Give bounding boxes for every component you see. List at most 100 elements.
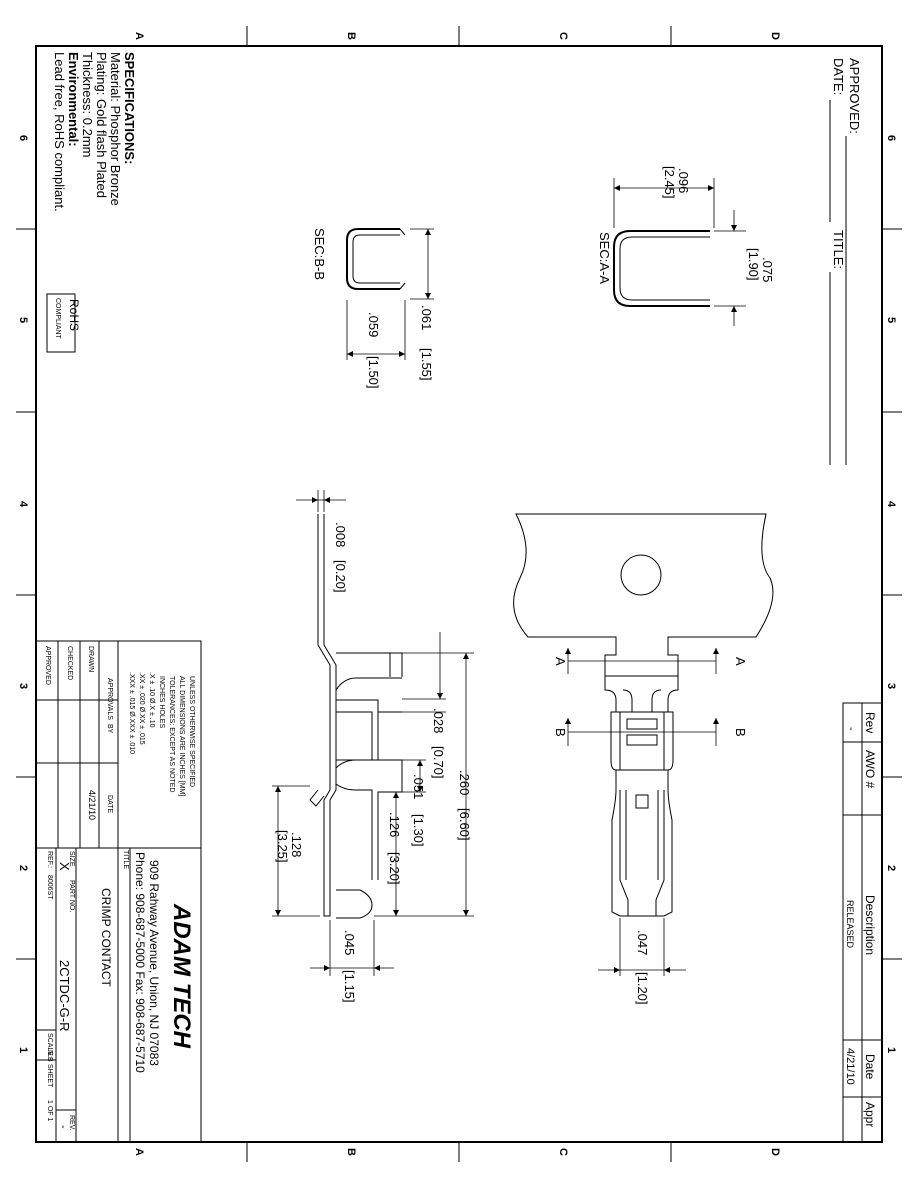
cut-b-right: B [733,728,748,737]
zone-letter-top: D [769,32,781,40]
date-value: 4/21/10 [844,1048,856,1085]
rev-header: Rev [863,712,877,733]
scale-label: SCALE: [46,1033,53,1058]
zone-number-right: 5 [885,317,897,323]
approved-label: APPROVED: [847,58,862,134]
drawn-label: DRAWN [87,646,94,672]
title-block: ADAM TECH 909 Rahway Avenue, Union, NJ 0… [35,847,202,1143]
cut-b-left: B [553,728,568,737]
spec-env-text: Lead free, RoHS compliant. [52,52,67,212]
sec-b-label: SEC:B-B [312,228,327,280]
approvals-header: APPROVALS [106,678,113,720]
dim-075-mm: [1.90] [746,248,761,281]
tol-line-3: TOLERANCES: EXCEPT AS NOTED [168,676,175,792]
rev-label: REV. [68,1115,75,1131]
dim-075: .075 [760,257,775,282]
company-address: 909 Rahway Avenue, Union, NJ 07083 [147,860,161,1066]
sec-a-label: SEC:A-A [597,232,612,284]
date-label: DATE: [831,58,846,95]
zone-number-right: 2 [885,865,897,871]
checked-label: CHECKED [66,646,73,680]
tol-line-6: .XX ± .020 Ø.XX ± .015 [138,672,145,745]
dim-128: .128 [289,832,304,857]
zone-ticks [16,26,902,1162]
size-label: SIZE [68,851,75,867]
zone-number-left: 5 [17,317,29,323]
zone-number-right: 4 [885,501,897,508]
title-field-label: TITLE [122,850,129,869]
part-label: PART NO. [68,880,75,912]
dim-059: .059 [366,312,381,337]
zone-letter-bottom: A [133,1148,145,1156]
revision-block: Rev AWO # Description Date Appr - RELEAS… [842,702,883,1143]
dim-128-mm: [3.25] [275,830,290,863]
zone-letter-top: C [557,32,569,40]
part-number: 2CTDC-G-R [57,960,72,1032]
section-b-b: SEC:B-B .061 [1.55] .059 [1.50] [312,228,434,389]
zone-number-left: 2 [17,865,29,871]
tol-line-2: ALL DIMENSIONS ARE INCHES [MM] [178,676,185,796]
dim-096-mm: [2.45] [662,166,677,199]
by-header: BY [106,724,113,734]
tolerance-block: UNLESS OTHERWISE SPECIFIED ALL DIMENSION… [35,640,202,1143]
rohs-text: RoHS [67,299,81,331]
zone-letter-top: A [133,32,145,40]
dim-260-mm: [6.60] [457,808,472,841]
zone-number-left: 6 [17,135,29,141]
dim-059-mm: [1.50] [366,356,381,389]
section-a-a: SEC:A-A .096 [2.45] .075 [1.90] [597,166,775,326]
dim-047: .047 [635,930,650,955]
rev-value: - [845,727,857,731]
dim-045: .045 [342,930,357,955]
spec-plating: Plating: Gold flash Plated [94,52,109,198]
spec-material: Material: Phosphor Bronze [108,52,123,206]
dim-061-mm: [1.55] [419,348,434,381]
dim-051-mm: [1.30] [411,814,426,847]
rohs-logo [46,293,76,353]
approval-block: APPROVED: DATE: TITLE: [829,58,862,465]
dim-126: .126 [387,812,402,837]
tol-line-5: .X ± .10 Ø.X ± .10 [148,672,155,728]
sheet-value: 1 OF 1 [46,1100,53,1122]
dim-028-mm: [0.70] [431,746,446,779]
approved-block-label: APPROVED [44,646,51,685]
dim-028: .028 [431,708,446,733]
cut-a-right: A [733,657,748,666]
drawn-date: 4/21/10 [87,790,97,820]
zone-number-right: 1 [885,1047,897,1053]
dim-045-mm: [1.15] [342,970,357,1003]
tol-line-1: UNLESS OTHERWISE SPECIFIED [188,676,195,787]
title-label: TITLE: [831,230,846,269]
cut-a-left: A [553,657,568,666]
zone-number-left: 4 [17,501,29,508]
sheet-border [35,45,883,1143]
ref-value: 8006ST [46,875,53,900]
ref-label: REF.: [46,851,53,868]
zone-number-left: 1 [17,1047,29,1053]
contact-side-view: .008 [0.20] .260 [6.60] .028 [0.70] .051… [272,490,474,1003]
zone-number-right: 6 [885,135,897,141]
specifications-block: SPECIFICATIONS: Material: Phosphor Bronz… [46,52,137,353]
spec-env-heading: Environmental: [66,52,81,147]
contact-top-view: A A B B .047 [1.20] [513,513,774,1005]
spec-thickness: Thickness: 0.2mm [80,52,95,157]
size-value: X [57,862,72,871]
date-col-header: DATE [106,795,113,813]
dim-126-mm: [3.20] [387,852,402,885]
dim-047-mm: [1.20] [635,972,650,1005]
company-name: ADAM TECH [168,903,195,1049]
desc-value: RELEASED [845,900,855,949]
zone-number-left: 3 [17,683,29,689]
zone-number-right: 3 [885,683,897,689]
date-header: Date [863,1054,877,1080]
dim-051: .051 [411,774,426,799]
tol-line-7: .XXX ± .015 Ø.XXX ± .010 [128,672,135,754]
zone-letter-bottom: D [769,1148,781,1156]
dim-061: .061 [419,305,434,330]
scale-value: N.B [46,1050,53,1062]
sheet-label: SHEET [46,1064,53,1088]
zone-letter-top: B [345,32,357,40]
rev-value-tb: - [57,1125,69,1129]
zone-letter-bottom: C [557,1148,569,1156]
desc-header: Description [863,895,877,955]
